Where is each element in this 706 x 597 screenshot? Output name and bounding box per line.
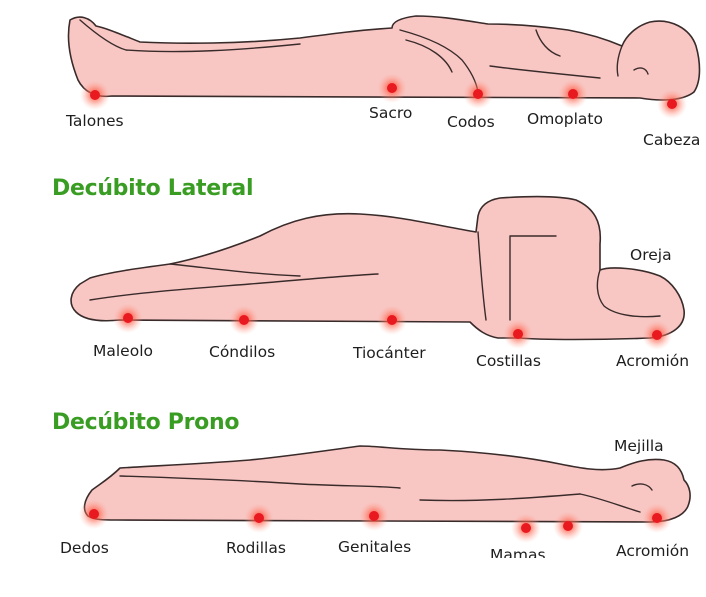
label-genitales: Genitales: [338, 538, 411, 556]
prone-figure: [79, 446, 690, 543]
label-codos: Codos: [447, 113, 495, 131]
label-mejilla: Mejilla: [614, 437, 664, 455]
label-costillas: Costillas: [476, 352, 541, 370]
pressure-point-rodillas: [244, 503, 274, 533]
pressure-point-omoplato: [558, 79, 588, 109]
label-condilos: Cóndilos: [209, 343, 275, 361]
label-talones: Talones: [66, 112, 124, 130]
label-maleolo: Maleolo: [93, 342, 153, 360]
pressure-point-acromion-lateral: [642, 320, 672, 350]
pressure-point-mama-2: [553, 511, 583, 541]
pressure-point-mama-1: [511, 513, 541, 543]
label-cabeza: Cabeza: [643, 131, 706, 149]
label-omoplato: Omoplato: [527, 110, 603, 128]
pressure-point-cabeza: [657, 89, 687, 119]
label-acromion-prone-clip: Acromión: [616, 540, 706, 558]
pressure-point-tiocanter: [377, 305, 407, 335]
label-dedos: Dedos: [60, 539, 109, 557]
pressure-point-sacro: [377, 73, 407, 103]
label-tiocanter: Tiocánter: [353, 344, 426, 362]
pressure-point-codos: [463, 79, 493, 109]
pressure-point-maleolo: [113, 303, 143, 333]
label-mamas: Mamas: [490, 546, 546, 558]
section-title-lateral: Decúbito Lateral: [52, 176, 253, 201]
pressure-point-condilos: [229, 305, 259, 335]
pressure-point-costillas: [503, 319, 533, 349]
label-rodillas: Rodillas: [226, 539, 286, 557]
label-mamas-clip: Mamas: [486, 544, 566, 558]
label-sacro: Sacro: [369, 104, 412, 122]
pressure-point-genitales: [359, 501, 389, 531]
pressure-point-dedos: [79, 499, 109, 529]
lateral-figure: [71, 197, 684, 350]
section-title-prono: Decúbito Prono: [52, 410, 239, 435]
label-acromion-prone: Acromión: [616, 542, 689, 558]
pressure-point-talones: [80, 80, 110, 110]
label-oreja: Oreja: [630, 246, 672, 264]
pressure-point-acromion-prone: [642, 503, 672, 533]
label-acromion-lateral: Acromión: [616, 352, 706, 370]
